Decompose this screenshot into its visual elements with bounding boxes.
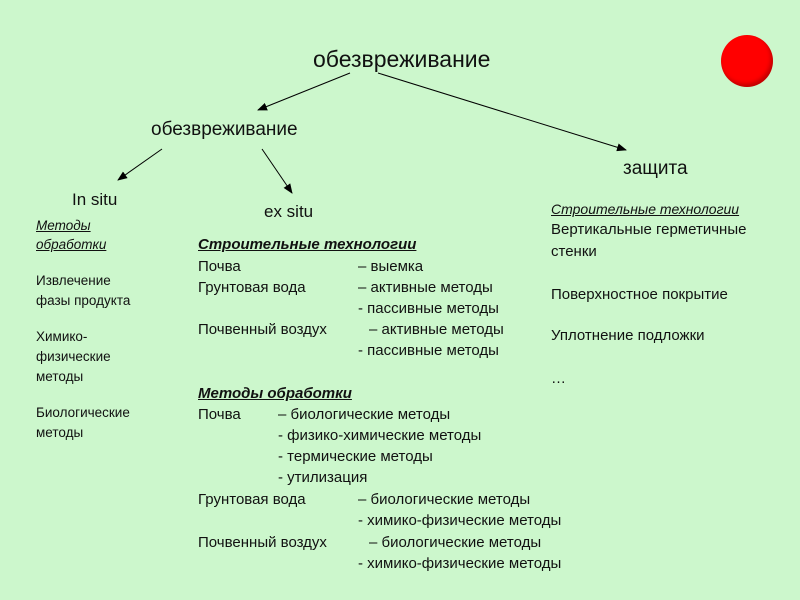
arrow-mid-to-exsitu bbox=[261, 148, 293, 194]
exsitu-title: ex situ bbox=[264, 202, 314, 221]
protection-heading: защита bbox=[623, 158, 688, 179]
exsitu-treat-row-4-value: – биологические методы bbox=[358, 491, 531, 508]
protect-item-walls-line2: стенки bbox=[551, 243, 597, 260]
exsitu-build-tech-heading[interactable]: Строительные технологии bbox=[198, 236, 417, 253]
insitu-methods-link-line2[interactable]: обработки bbox=[36, 237, 107, 252]
exsitu-build-row-0-value: – выемка bbox=[358, 258, 424, 275]
insitu-item-chemphys-line2: физические bbox=[36, 349, 111, 364]
exsitu-build-row-0-label: Почва bbox=[198, 258, 241, 275]
exsitu-treat-row-2-value: - термические методы bbox=[278, 448, 433, 465]
insitu-item-bio-line2: методы bbox=[36, 425, 84, 440]
arrow-mid-to-insitu bbox=[117, 148, 163, 181]
exsitu-treatment-heading[interactable]: Методы обработки bbox=[198, 385, 352, 402]
exsitu-build-row-3-label: Почвенный воздух bbox=[198, 321, 327, 338]
exsitu-build-row-4-value: - пассивные методы bbox=[358, 342, 499, 359]
insitu-item-chemphys-line3: методы bbox=[36, 369, 84, 384]
exsitu-treat-row-1-value: - физико-химические методы bbox=[278, 427, 482, 444]
insitu-methods-link-line1[interactable]: Методы bbox=[36, 218, 91, 233]
top-heading: обезвреживание bbox=[313, 46, 491, 72]
exsitu-build-row-1-label: Грунтовая вода bbox=[198, 279, 306, 296]
exsitu-build-row-3-value: – активные методы bbox=[369, 321, 504, 338]
insitu-item-extraction-line2: фазы продукта bbox=[36, 293, 131, 308]
protect-item-walls-line1: Вертикальные герметичные bbox=[551, 221, 747, 238]
exsitu-build-row-2-value: - пассивные методы bbox=[358, 300, 499, 317]
exsitu-treat-row-3-value: - утилизация bbox=[278, 469, 368, 486]
exsitu-treat-row-0-label: Почва bbox=[198, 406, 241, 423]
exsitu-build-row-1-value: – активные методы bbox=[358, 279, 493, 296]
protect-build-tech-heading[interactable]: Строительные технологии bbox=[551, 201, 740, 217]
red-circle-icon bbox=[721, 35, 773, 87]
mid-heading: обезвреживание bbox=[151, 119, 298, 140]
insitu-item-chemphys-line1: Химико- bbox=[36, 329, 88, 344]
arrow-top-to-mid bbox=[257, 72, 351, 111]
exsitu-treat-row-4-label: Грунтовая вода bbox=[198, 491, 306, 508]
insitu-item-bio-line1: Биологические bbox=[36, 405, 130, 420]
exsitu-treat-row-7-value: - химико-физические методы bbox=[358, 555, 562, 572]
arrow-top-to-protection bbox=[377, 72, 627, 152]
protect-item-compaction: Уплотнение подложки bbox=[551, 327, 705, 344]
exsitu-treat-row-5-value: - химико-физические методы bbox=[358, 512, 562, 529]
exsitu-treat-row-6-value: – биологические методы bbox=[369, 534, 542, 551]
insitu-item-extraction-line1: Извлечение bbox=[36, 273, 111, 288]
protect-item-ellipsis: … bbox=[551, 370, 566, 387]
exsitu-treat-row-0-value: – биологические методы bbox=[278, 406, 451, 423]
protect-item-cover: Поверхностное покрытие bbox=[551, 286, 728, 303]
exsitu-treat-row-6-label: Почвенный воздух bbox=[198, 534, 327, 551]
insitu-title: In situ bbox=[72, 190, 118, 209]
